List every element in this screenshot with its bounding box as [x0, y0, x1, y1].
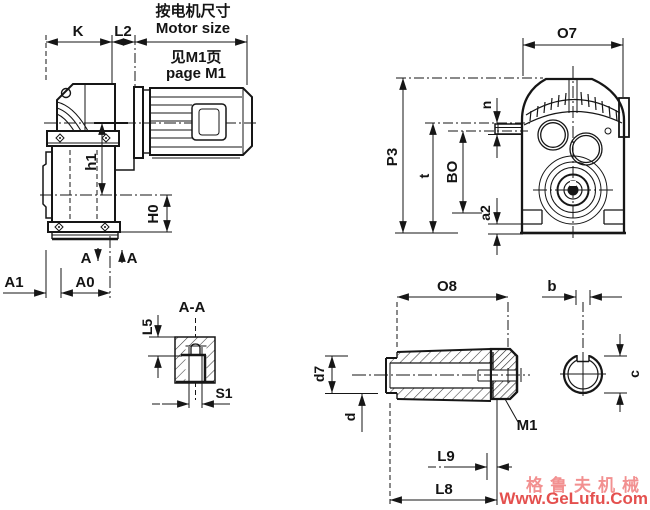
dim-label-A1: A1 [4, 274, 23, 291]
dim-label-S1: S1 [215, 385, 232, 401]
side-view: K L2 按电机尺寸 Motor size 见M1页 page M1 [3, 2, 258, 298]
dim-label-L2: L2 [114, 23, 132, 40]
keyway-profile [176, 343, 214, 408]
dim-label-L5: L5 [139, 319, 155, 336]
dim-L8 [389, 400, 498, 505]
dim-label-a2: a2 [477, 205, 493, 221]
motor-body [149, 87, 253, 159]
motor-coupling-flange [115, 86, 151, 171]
section-mark-label-left: A [81, 250, 92, 267]
hollow-shaft-view: O8 d7 d L9 L8 M1 [311, 278, 537, 505]
input-shaft-stub [494, 123, 523, 135]
watermark-url: Www.GeLufu.Com [499, 489, 648, 508]
output-bore [533, 155, 614, 225]
housing-body [42, 146, 116, 222]
dim-label-O7: O7 [557, 25, 577, 42]
front-dims [395, 78, 530, 255]
dim-label-d7: d7 [311, 366, 327, 383]
dim-label-BO: BO [444, 160, 461, 183]
dim-label-L9: L9 [437, 448, 455, 465]
motor-terminal-window [191, 103, 227, 141]
dim-label-h1: h1 [83, 153, 100, 171]
note-see-page-cn: 见M1页 [171, 49, 222, 66]
dim-label-t: t [416, 173, 432, 178]
gear-bores [537, 119, 612, 166]
m1-leader-line [504, 398, 519, 423]
section-cut-marks [94, 236, 126, 298]
note-see-page-en: page M1 [166, 65, 226, 82]
dim-d7 [325, 355, 378, 394]
note-motor-size-en: Motor size [156, 20, 230, 37]
shaft-outline [385, 348, 494, 402]
dim-c [604, 334, 627, 412]
dim-b [542, 290, 624, 305]
watermark-brand-cn: 格鲁夫机械 [526, 476, 646, 495]
section-title: A-A [179, 299, 206, 316]
dim-label-H0: H0 [145, 204, 162, 223]
dim-A1-A0 [3, 250, 110, 298]
shaft-end-view: b c [542, 278, 642, 412]
mounting-feet [522, 209, 624, 225]
dim-label-P3: P3 [384, 148, 401, 166]
dim-label-b: b [547, 278, 556, 295]
dim-L9 [428, 453, 512, 480]
front-housing-outline [520, 77, 626, 235]
dim-H0 [118, 195, 172, 233]
dim-label-c: c [626, 370, 642, 378]
housing-bottom-flange [47, 221, 121, 241]
dim-L5 [148, 315, 182, 378]
housing-upper-flange [46, 130, 120, 147]
dim-label-A0: A0 [75, 274, 94, 291]
section-view-aa: A-A L5 S1 [139, 299, 233, 408]
front-view: O7 [384, 25, 630, 255]
dim-label-d: d [342, 413, 358, 422]
dim-label-O8: O8 [437, 278, 457, 295]
side-lug [618, 97, 630, 138]
dim-label-K: K [73, 23, 84, 40]
label-M1: M1 [517, 417, 538, 434]
shaft-end-circle [560, 302, 606, 396]
dim-label-L8: L8 [435, 481, 453, 498]
dim-O8 [396, 293, 509, 348]
dim-label-n: n [478, 101, 494, 110]
note-motor-size-cn: 按电机尺寸 [155, 2, 230, 20]
section-mark-label-right: A [127, 250, 138, 267]
dim-h1 [94, 122, 128, 195]
